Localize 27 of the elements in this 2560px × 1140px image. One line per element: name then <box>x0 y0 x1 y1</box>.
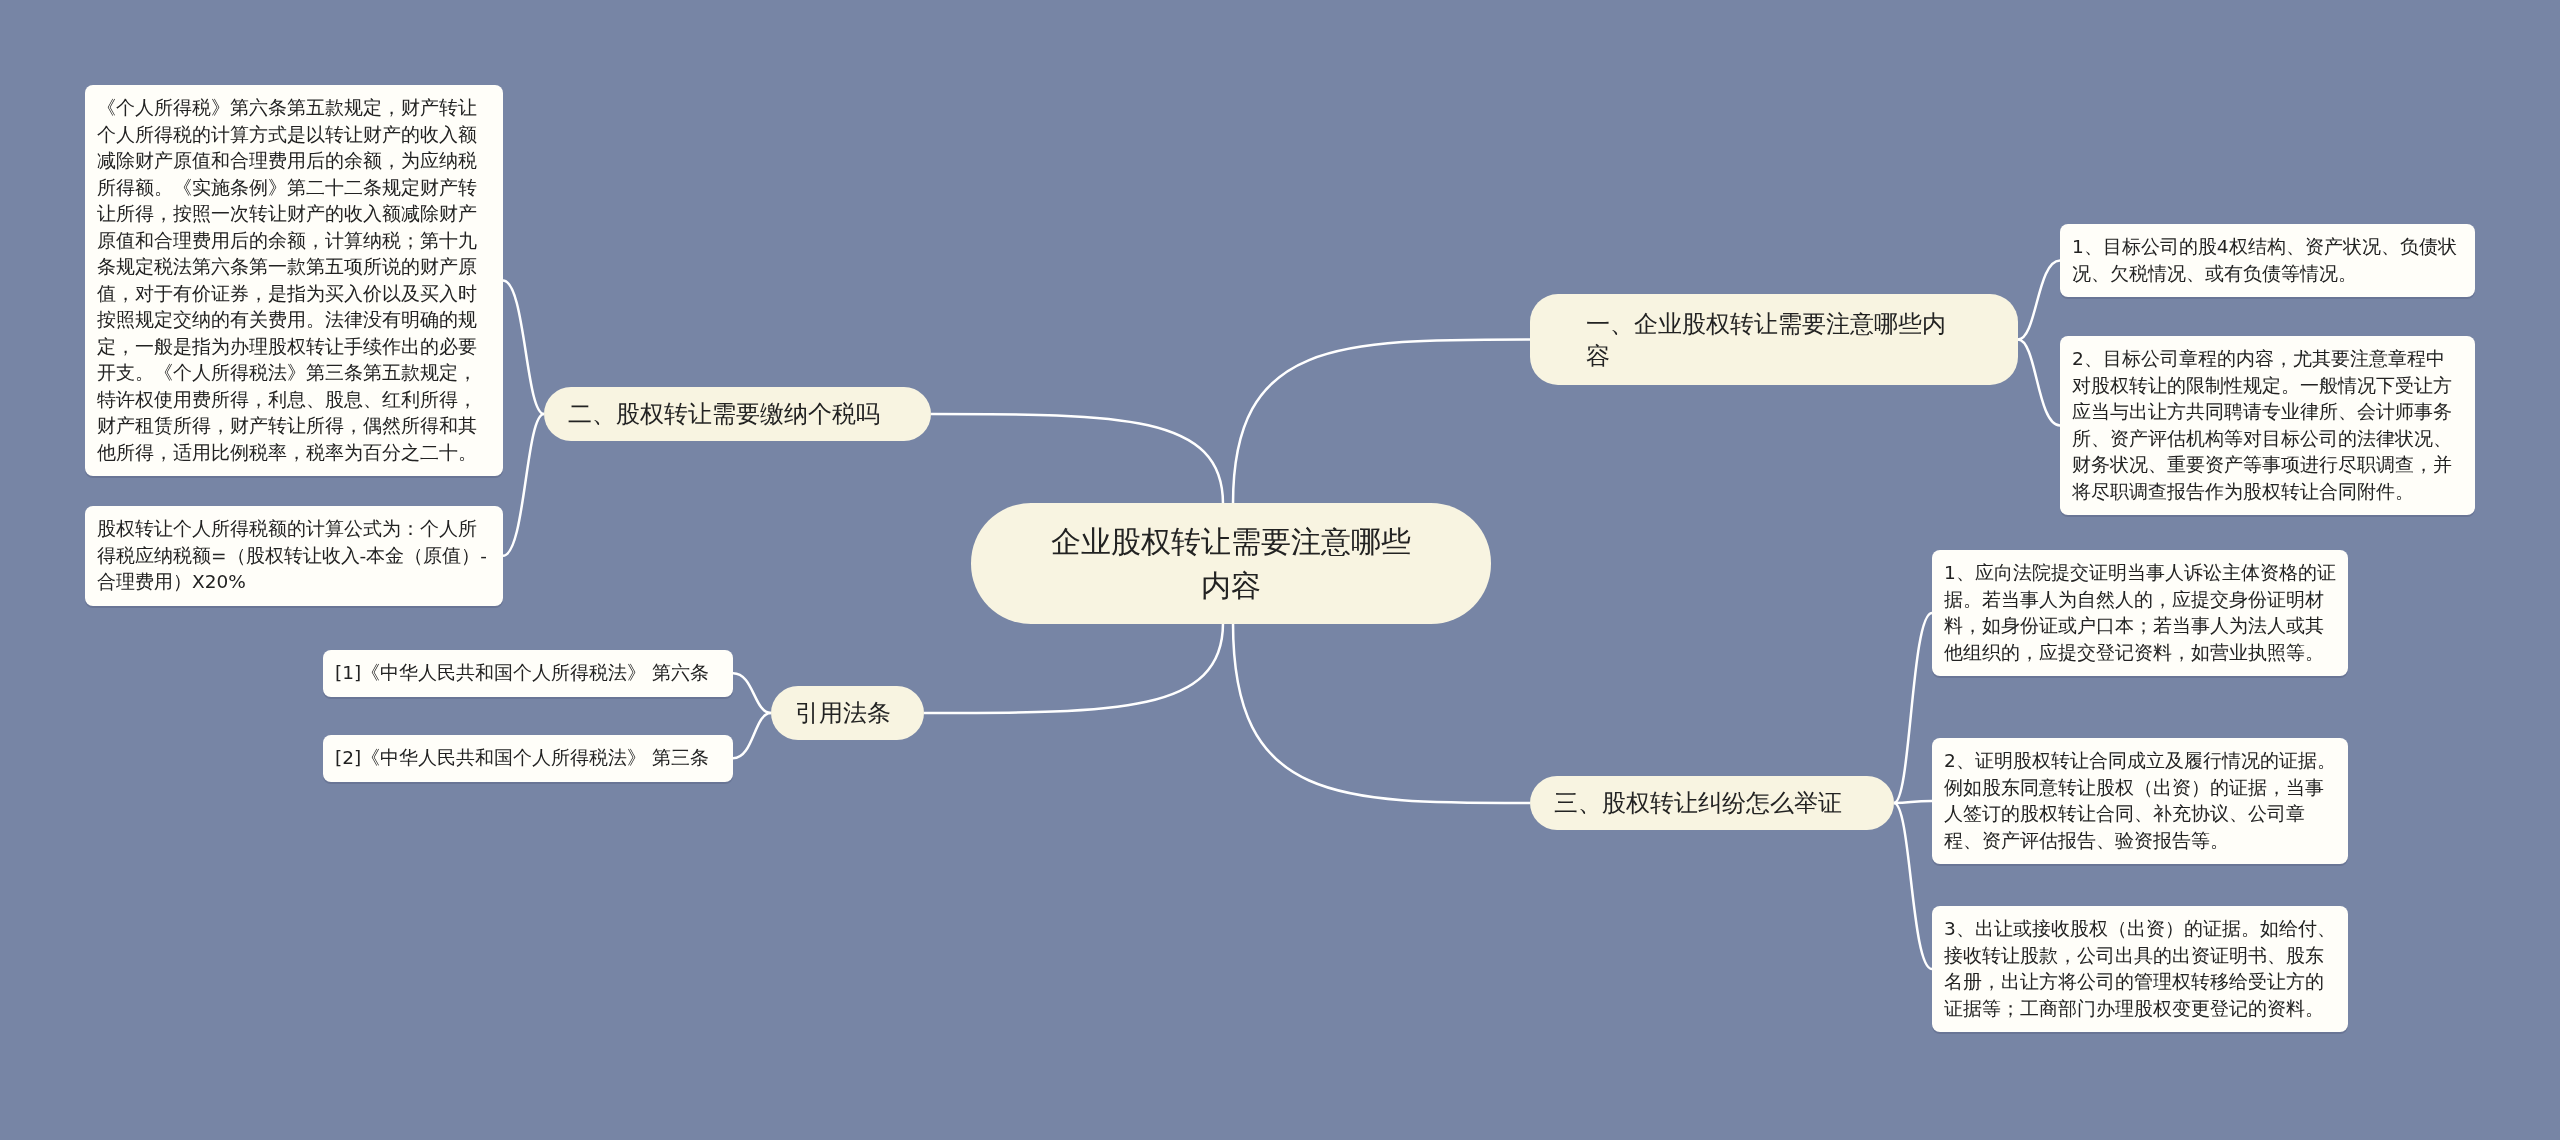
connector-line <box>1893 802 1933 971</box>
note-box: 1、应向法院提交证明当事人诉讼主体资格的证据。若当事人为自然人的，应提交身份证明材料，如身份证或户口本；若当事人为法人或其他组织的，应提交登记资料，如营业执照等。 <box>1932 550 2348 676</box>
connector-line <box>924 622 1225 715</box>
topic-box: 一、企业股权转让需要注意哪些内容 <box>1530 294 2018 385</box>
connector-line <box>1231 338 1530 505</box>
note-box: [2]《中华人民共和国个人所得税法》 第三条 <box>323 735 733 782</box>
topic-box: 二、股权转让需要缴纳个税吗 <box>544 387 931 441</box>
connector-line <box>1894 799 1932 805</box>
connector-line <box>2017 259 2061 341</box>
note-box: 1、目标公司的股4权结构、资产状况、负债状况、欠税情况、或有负债等情况。 <box>2060 224 2475 297</box>
note-box: 3、出让或接收股权（出资）的证据。如给付、接收转让股款，公司出具的出资证明书、股东名册，出让方将公司的管理权转移给受让方的证据等；工商部门办理股权变更登记的资料。 <box>1932 906 2348 1032</box>
note-box: 2、目标公司章程的内容，尤其要注意章程中对股权转让的限制性规定。一般情况下受让方应当与出让方共同聘请专业律所、会计师事务所、资产评估机构等对目标公司的法律状况、财务状况、重要资产等事项进行尽职调查，并将尽职调查报告作为股权转让合同附件。 <box>2060 336 2475 515</box>
topic-box: 三、股权转让纠纷怎么举证 <box>1530 776 1894 830</box>
connector-line <box>502 412 545 557</box>
connector-line <box>2017 338 2061 427</box>
note-box: 《个人所得税》第六条第五款规定，财产转让个人所得税的计算方式是以转让财产的收入额减除财产原值和合理费用后的余额，为应纳税所得额。《实施条例》第二十二条规定财产转让所得，按照一次转让财产的收入额减除财产原值和合理费用后的余额，计算纳税；第十九条规定税法第六条第一款第五项所说的财产原值，对于有价证券，是指为买入价以及买入时按照规定交纳的有关费用。法律没有明确的规定，一般是指为办理股权转让手续作出的必要开支。《个人所得税法》第三条第五款规定，特许权使用费所得，利息、股息、红利所得，财产租赁所得，财产转让所得，偶然所得和其他所得，适用比例税率，税率为百分之二十。 <box>85 85 503 476</box>
connector-line <box>732 711 772 760</box>
topic-box: 引用法条 <box>771 686 924 740</box>
connector-line <box>931 412 1225 505</box>
connector-line <box>1231 622 1530 805</box>
note-box: [1]《中华人民共和国个人所得税法》 第六条 <box>323 650 733 697</box>
connector-line <box>1893 612 1933 804</box>
note-box: 2、证明股权转让合同成立及履行情况的证据。例如股东同意转让股权（出资）的证据，当事人签订的股权转让合同、补充协议、公司章程、资产评估报告、验资报告等。 <box>1932 738 2348 864</box>
connector-line <box>732 672 772 715</box>
note-box: 股权转让个人所得税额的计算公式为：个人所得税应纳税额=（股权转让收入-本金（原值）-合理费用）X20% <box>85 506 503 606</box>
central-topic-box: 企业股权转让需要注意哪些内容 <box>971 503 1491 624</box>
connector-line <box>502 279 545 416</box>
